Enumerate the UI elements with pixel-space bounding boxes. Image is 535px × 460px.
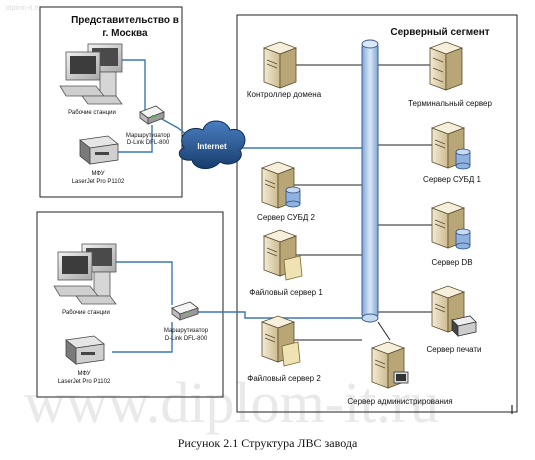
watermark-small: diplom-it.ru (6, 5, 41, 12)
moscow-mfu-label-1: МФУ (91, 171, 104, 177)
label-terminal: Терминальный сервер (408, 99, 492, 108)
link-moscow-mfu (118, 125, 153, 153)
label-db: Сервер DB (431, 258, 472, 267)
database-icon (455, 228, 471, 250)
link-branch-mfu (112, 322, 173, 353)
server-segment-title: Серверный сегмент (390, 27, 489, 38)
label-admin: Сервер администрирования (347, 397, 452, 406)
server-links (293, 64, 432, 341)
branch-office-box (36, 211, 224, 398)
label-dbms1: Сервер СУБД 1 (423, 175, 481, 184)
server-icon-domain-controller (262, 41, 298, 89)
moscow-router-label-2: D-Link DFL-800 (127, 140, 170, 146)
printer-icon (451, 315, 477, 337)
branch-router-label-2: D-Link DFL-800 (165, 336, 208, 342)
moscow-mfu-label-2: LaserJet Pro P1102 (72, 179, 125, 185)
database-icon (285, 186, 301, 208)
branch-workstations (53, 243, 117, 305)
link-branch-router-backbone (198, 311, 362, 319)
moscow-router-label-1: Маршрутизатор (126, 133, 171, 139)
terminal-icon (393, 371, 409, 384)
server-icon-terminal (428, 41, 464, 91)
moscow-title-line1: Представительство в (71, 15, 179, 26)
label-file1: Файловый сервер 1 (249, 288, 323, 297)
folder-icon (281, 341, 301, 367)
label-dbms2: Сервер СУБД 2 (257, 213, 315, 222)
lan-backbone (361, 39, 379, 323)
moscow-mfu-icon (79, 135, 119, 165)
branch-mfu-icon (65, 335, 105, 365)
server-icon-dbms1 (430, 121, 466, 169)
moscow-office-box (39, 6, 183, 198)
watermark-big: www.diplom-it.ru (24, 370, 439, 435)
branch-workstations-label: Рабочие станции (62, 310, 110, 316)
internet-label: Internet (197, 142, 227, 151)
link-moscow-ws (122, 59, 146, 110)
moscow-title-line2: г. Москва (102, 28, 148, 39)
branch-mfu-label-1: МФУ (77, 371, 90, 377)
branch-router-icon (171, 301, 199, 321)
label-print: Сервер печати (426, 345, 481, 354)
internet-cloud: Internet (178, 120, 246, 169)
branch-mfu-label-2: LaserJet Pro P1102 (58, 379, 111, 385)
link-branch-ws (115, 261, 173, 305)
figure-caption: Рисунок 2.1 Структура ЛВС завода (177, 436, 358, 450)
folder-icon (283, 255, 303, 281)
branch-router-label-1: Маршрутизатор (164, 328, 209, 334)
moscow-workstations-label: Рабочие станции (68, 110, 116, 116)
server-segment-box (236, 14, 518, 413)
label-file2: Файловый сервер 2 (247, 374, 321, 383)
label-domain-controller: Контроллер домена (247, 90, 322, 99)
database-icon (455, 148, 471, 170)
moscow-workstations (59, 43, 123, 105)
moscow-router-icon (139, 105, 165, 125)
